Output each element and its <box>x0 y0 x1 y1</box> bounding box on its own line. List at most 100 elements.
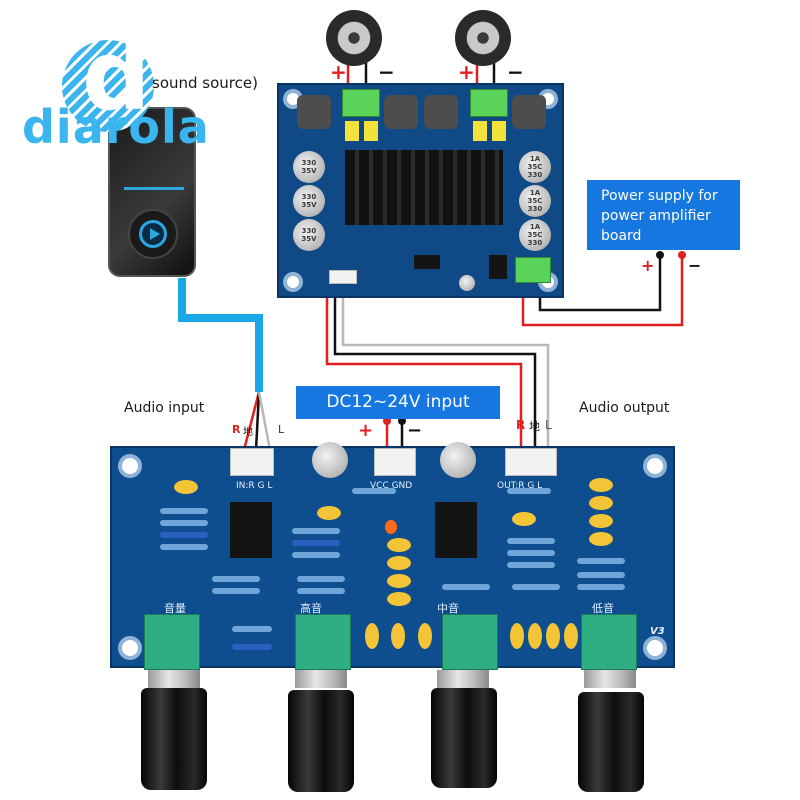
dc-plus: + <box>358 420 374 441</box>
resistor <box>442 584 490 590</box>
ceramic-capacitor <box>317 506 341 520</box>
amp-power-terminal[interactable] <box>515 257 551 283</box>
resistor <box>297 588 345 594</box>
electrolytic-capacitor <box>440 442 476 478</box>
ceramic-capacitor <box>387 592 411 606</box>
electrolytic-capacitor: 330 35V <box>293 219 325 251</box>
resistor <box>232 644 272 650</box>
amp-power-wire-red <box>521 255 684 327</box>
potentiometer-mid <box>442 614 498 670</box>
electrolytic-capacitor: 1A 35C 330 <box>519 219 551 251</box>
input-silk-label: IN:R G L <box>236 481 273 491</box>
wire-end-black <box>656 251 664 259</box>
phone-sound-source <box>108 107 196 277</box>
resistor <box>577 572 625 578</box>
power-led <box>385 520 397 534</box>
electrolytic-capacitor: 330 35V <box>293 151 325 183</box>
resistor <box>292 540 340 546</box>
dc-input-label: DC12~24V input <box>326 392 470 412</box>
op-amp-chip-right <box>435 502 477 558</box>
amp-input-connector[interactable] <box>329 270 357 284</box>
phone-dpad <box>128 209 178 259</box>
cap-rating: 1A 35C 330 <box>527 155 543 179</box>
resistor <box>160 508 208 514</box>
op-amp-chip-left <box>230 502 272 558</box>
logo: d <box>62 28 154 132</box>
speaker-right-plus: + <box>458 60 475 84</box>
power-supply-line-1: Power supply for <box>601 188 718 204</box>
resistor <box>507 488 551 494</box>
speaker-terminal-left <box>342 89 380 117</box>
potentiometer-treble <box>295 614 351 670</box>
dc-minus: − <box>407 420 423 441</box>
film-capacitor <box>473 121 487 141</box>
knob-label-treble: 高音 <box>300 602 322 615</box>
resistor <box>160 544 208 550</box>
output-gnd-label: 地 <box>529 420 540 433</box>
ceramic-capacitor <box>589 532 613 546</box>
knob-label-bass: 低音 <box>592 602 614 615</box>
resistor <box>160 532 208 538</box>
ceramic-capacitor <box>512 512 536 526</box>
inductor <box>297 95 331 129</box>
logo-brand: diarola <box>22 100 210 154</box>
knob-volume[interactable] <box>141 688 207 790</box>
input-l-label: L <box>278 423 285 436</box>
inductor <box>512 95 546 129</box>
electrolytic-capacitor: 1A 35C 330 <box>519 151 551 183</box>
input-wire-black <box>254 391 261 451</box>
knob-treble[interactable] <box>288 690 354 792</box>
inductor <box>384 95 418 129</box>
knob-label-mid: 中音 <box>437 602 459 615</box>
mount-hole <box>643 454 667 478</box>
board-version: V3 <box>650 626 665 637</box>
resistor <box>507 550 555 556</box>
ceramic-capacitor <box>510 623 524 649</box>
dc-input-box: DC12~24V input <box>296 386 500 419</box>
heatsink <box>345 150 503 225</box>
cap-rating: 330 35V <box>301 193 317 209</box>
electrolytic-capacitor: 1A 35C 330 <box>519 185 551 217</box>
amplifier-board: 330 35V 330 35V 330 35V 1A 35C 330 1A 35… <box>277 83 564 298</box>
ceramic-capacitor <box>589 478 613 492</box>
input-gnd-label: 地 <box>243 427 253 438</box>
power-silk-label: VCC GND <box>370 481 413 491</box>
output-wire-red <box>325 286 523 450</box>
mount-hole <box>283 272 303 292</box>
tone-control-board: IN:R G L VCC GND OUT:R G L 音量 高音 中音 低音 <box>110 442 675 670</box>
speaker-left-minus: − <box>378 60 395 84</box>
ceramic-capacitor <box>174 480 198 494</box>
play-icon <box>150 228 160 240</box>
speaker-terminal-right <box>470 89 508 117</box>
audio-input-connector[interactable] <box>230 448 274 476</box>
electrolytic-capacitor-small <box>459 275 475 291</box>
ceramic-capacitor <box>589 514 613 528</box>
power-supply-box: Power supply for power amplifier board <box>587 180 740 250</box>
audio-output-connector[interactable] <box>505 448 557 476</box>
dc-power-connector[interactable] <box>374 448 416 476</box>
cap-rating: 1A 35C 330 <box>527 189 543 213</box>
knob-mid[interactable] <box>431 688 497 788</box>
audio-output-label: Audio output <box>579 400 670 416</box>
logo-letter: d <box>82 20 151 132</box>
electrolytic-capacitor: 330 35V <box>293 185 325 217</box>
knob-nut-bass <box>584 670 636 688</box>
knob-bass[interactable] <box>578 692 644 792</box>
phone-progress-bar <box>124 187 184 190</box>
speaker-right-minus: − <box>507 60 524 84</box>
film-capacitor <box>364 121 378 141</box>
cap-rating: 330 35V <box>301 159 317 175</box>
output-silk-label: OUT:R G L <box>497 481 543 491</box>
cap-rating: 1A 35C 330 <box>527 223 543 247</box>
play-button[interactable] <box>139 220 167 248</box>
resistor <box>160 520 208 526</box>
inductor <box>424 95 458 129</box>
mount-hole <box>118 454 142 478</box>
resistor <box>292 552 340 558</box>
power-supply-minus: − <box>688 256 702 275</box>
knob-nut-mid <box>437 670 489 688</box>
input-wire-red <box>242 391 261 451</box>
regulator <box>489 255 507 279</box>
resistor <box>297 576 345 582</box>
